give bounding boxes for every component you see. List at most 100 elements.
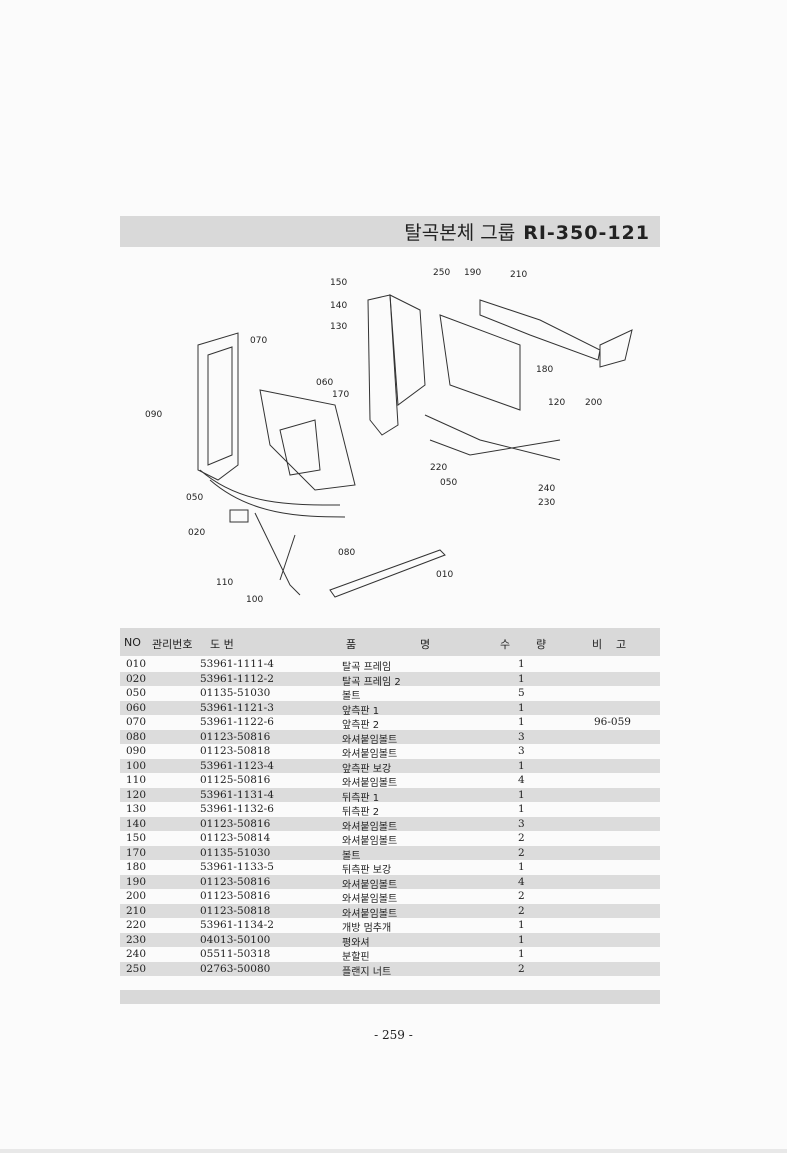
part-name: 앞측판 2 <box>342 720 380 731</box>
header-drawing: 도 번 <box>210 638 234 651</box>
part-name: 탈곡 프레임 2 <box>342 676 401 688</box>
quantity: 1 <box>518 803 525 815</box>
svg-text:020: 020 <box>188 528 205 538</box>
svg-text:080: 080 <box>338 548 355 558</box>
table-row: 100 53961-1123-4 앞측판 보강 1 <box>120 758 660 775</box>
remark: 96-059 <box>594 716 631 728</box>
svg-text:250: 250 <box>433 268 450 278</box>
part-number: 01123-50816 <box>200 730 271 743</box>
part-number: 05511-50318 <box>200 948 271 960</box>
part-number: 01135-51030 <box>200 687 271 699</box>
part-no: 170 <box>126 846 147 859</box>
exploded-parts-diagram: 150 250 190 210 140 130 070 060 170 090 … <box>145 268 633 605</box>
table-header-band <box>120 628 660 656</box>
svg-text:150: 150 <box>330 278 347 288</box>
part-number: 01135-51030 <box>200 846 271 859</box>
quantity: 4 <box>518 875 525 888</box>
part-no: 140 <box>126 817 147 830</box>
part-no: 220 <box>126 919 147 931</box>
part-name: 와셔붙임볼트 <box>342 734 398 746</box>
quantity: 2 <box>518 904 525 917</box>
svg-text:210: 210 <box>510 270 527 280</box>
header-qty-b: 량 <box>536 638 547 651</box>
part-name: 볼트 <box>342 691 361 702</box>
quantity: 1 <box>518 948 525 960</box>
svg-text:050: 050 <box>440 478 457 488</box>
header-qty-a: 수 <box>500 638 511 651</box>
part-number: 01123-50818 <box>200 745 271 757</box>
part-number: 02763-50080 <box>200 962 271 975</box>
part-name: 와셔붙임볼트 <box>342 879 398 891</box>
table-row: 070 53961-1122-6 앞측판 2 1 96-059 <box>120 715 660 731</box>
quantity: 2 <box>518 890 525 902</box>
svg-text:100: 100 <box>246 595 263 605</box>
quantity: 1 <box>518 716 525 728</box>
quantity: 4 <box>518 774 525 786</box>
part-number: 53961-1134-2 <box>200 919 274 931</box>
part-name: 와셔붙임볼트 <box>342 749 398 760</box>
part-number: 53961-1123-4 <box>200 759 274 772</box>
quantity: 1 <box>518 788 525 801</box>
part-number: 01125-50816 <box>200 774 271 786</box>
part-no: 150 <box>126 832 147 844</box>
part-no: 190 <box>126 875 147 888</box>
table-footer-band <box>120 990 660 1004</box>
part-name: 볼트 <box>342 850 361 862</box>
header-mgmt: 관리번호 <box>152 638 193 651</box>
part-number: 53961-1132-6 <box>200 803 274 815</box>
part-no: 210 <box>126 904 147 917</box>
svg-text:120: 120 <box>548 398 565 408</box>
part-name: 탈곡 프레임 <box>342 662 392 673</box>
quantity: 1 <box>518 658 525 670</box>
quantity: 1 <box>518 672 525 685</box>
quantity: 1 <box>518 759 525 772</box>
part-name: 뒤측판 2 <box>342 807 380 818</box>
part-number: 53961-1131-4 <box>200 788 274 801</box>
page-number: - 259 - <box>374 1028 413 1042</box>
quantity: 2 <box>518 962 525 975</box>
svg-text:200: 200 <box>585 398 602 408</box>
part-no: 070 <box>126 716 147 728</box>
part-number: 53961-1112-2 <box>200 672 274 685</box>
svg-text:240: 240 <box>538 484 555 494</box>
svg-text:050: 050 <box>186 493 203 503</box>
part-no: 110 <box>126 774 147 786</box>
header-note-b: 고 <box>616 638 627 651</box>
quantity: 3 <box>518 817 525 830</box>
svg-text:060: 060 <box>316 378 333 388</box>
table-row: 120 53961-1131-4 뒤측판 1 1 <box>120 787 660 804</box>
part-number: 53961-1122-6 <box>200 716 274 728</box>
svg-text:110: 110 <box>216 578 233 588</box>
part-no: 120 <box>126 788 147 801</box>
part-number: 01123-50816 <box>200 817 271 830</box>
quantity: 3 <box>518 730 525 743</box>
quantity: 1 <box>518 861 525 873</box>
svg-text:220: 220 <box>430 463 447 473</box>
part-name: 뒤측판 1 <box>342 792 380 804</box>
quantity: 2 <box>518 832 525 844</box>
part-number: 01123-50816 <box>200 875 271 888</box>
part-number: 04013-50100 <box>200 933 271 946</box>
group-title: 탈곡본체 그룹 <box>404 222 516 244</box>
part-no: 010 <box>126 658 147 670</box>
part-name: 와셔붙임볼트 <box>342 778 398 789</box>
part-name: 와셔붙임볼트 <box>342 821 398 833</box>
part-name: 앞측판 1 <box>342 705 380 717</box>
part-no: 100 <box>126 759 147 772</box>
part-no: 080 <box>126 730 147 743</box>
svg-text:180: 180 <box>536 365 553 375</box>
part-name: 앞측판 보강 <box>342 763 392 775</box>
svg-text:170: 170 <box>332 390 349 400</box>
header-name-b: 명 <box>420 638 431 651</box>
header-note-a: 비 <box>592 638 603 651</box>
